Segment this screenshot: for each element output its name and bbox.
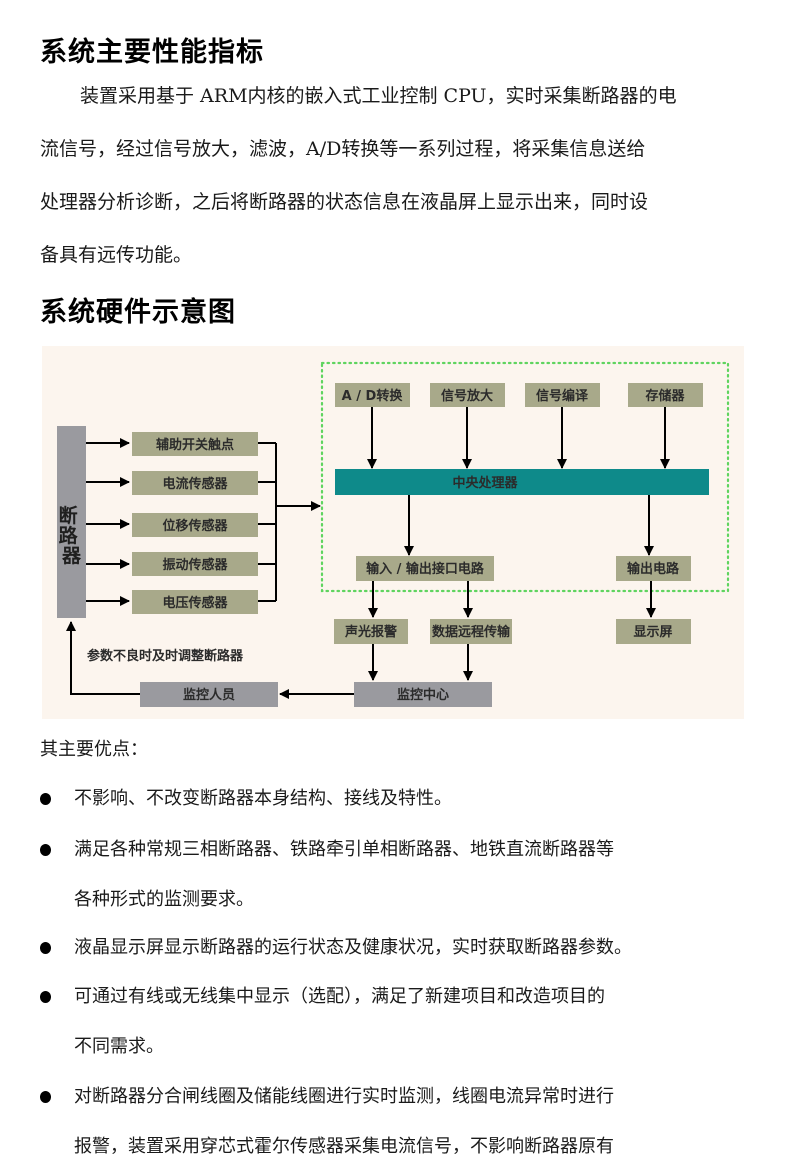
performance-paragraph: 装置采用基于 ARM内核的嵌入式工业控制 CPU，实时采集断路器的电 流信号，经…: [40, 70, 760, 282]
sensor-box-vibration: [132, 552, 258, 576]
section-title-performance: 系统主要性能指标: [40, 37, 264, 68]
sensor-label: 电压传感器: [162, 595, 228, 611]
advantage-item: 液晶显示屏显示断路器的运行状态及健康状况，实时获取断路器参数。: [40, 923, 760, 973]
advantage-line: 不同需求。: [74, 1036, 164, 1057]
display-box: [616, 619, 691, 644]
sensor-box-aux-contact: [132, 432, 258, 456]
sensor-group: 辅助开关触点 电流传感器 位移传感器 振动传感器 电压传感器: [86, 432, 321, 614]
processor-boundary: [320, 361, 730, 593]
bullet-icon: [40, 991, 51, 1003]
breaker-label: 断 路 器: [59, 504, 85, 567]
remote-transfer-box: [430, 619, 512, 644]
section-title-hardware: 系统硬件示意图: [40, 297, 236, 328]
monitor-staff-box: [140, 682, 278, 707]
advantage-line: 不影响、不改变断路器本身结构、接线及特性。: [74, 788, 452, 809]
sensor-label: 振动传感器: [162, 557, 228, 573]
advantage-line: 可通过有线或无线集中显示（选配），满足了新建项目和改造项目的: [74, 986, 605, 1007]
advantage-line: 满足各种常规三相断路器、铁路牵引单相断路器、地铁直流断路器等: [74, 839, 614, 860]
processor-modules: A / D转换 信号放大 信号编译 存储器 中央处理器 输入 / 输出接口电路 …: [335, 383, 709, 581]
feedback-arrow: [66, 621, 140, 695]
remote-transfer-label: 数据远程传输: [432, 624, 511, 640]
sensor-box-current: [132, 471, 258, 495]
module-box-ad: [335, 383, 410, 407]
io-circuit-label: 输入 / 输出接口电路: [366, 561, 485, 577]
module-label: 存储器: [645, 388, 685, 404]
module-label: 信号放大: [441, 388, 493, 404]
bullet-icon: [40, 844, 51, 856]
collector-bus: [258, 442, 277, 602]
module-label: A / D转换: [342, 388, 404, 404]
paragraph-line: 装置采用基于 ARM内核的嵌入式工业控制 CPU，实时采集断路器的电: [80, 85, 677, 107]
output-circuit-label: 输出电路: [627, 561, 680, 577]
hardware-diagram: 断 路 器 辅助开关触点 电流传感器 位移传感器 振动传感器 电压传感器 A /…: [42, 346, 744, 719]
advantages-title: 其主要优点：: [40, 739, 148, 760]
sensor-box-displacement: [132, 513, 258, 537]
advantage-line: 各种形式的监测要求。: [74, 889, 254, 910]
module-box-amplify: [430, 383, 505, 407]
monitor-center-box: [354, 682, 492, 707]
monitor-staff-label: 监控人员: [183, 687, 235, 703]
sensor-label: 电流传感器: [162, 476, 228, 492]
bullet-icon: [40, 1091, 51, 1103]
cpu-bar: [335, 469, 709, 495]
monitor-center-label: 监控中心: [397, 687, 449, 703]
advantage-item: 可通过有线或无线集中显示（选配），满足了新建项目和改造项目的 不同需求。: [40, 972, 760, 1072]
feedback-note: 参数不良时及时调整断路器: [87, 648, 244, 664]
advantage-line: 对断路器分合闸线圈及储能线圈进行实时监测，线圈电流异常时进行: [74, 1086, 614, 1107]
alarm-label: 声光报警: [344, 624, 397, 640]
alarm-box: [334, 619, 408, 644]
output-circuit-box: [616, 556, 691, 581]
paragraph-line: 处理器分析诊断，之后将断路器的状态信息在液晶屏上显示出来，同时设: [40, 191, 649, 213]
bullet-icon: [40, 793, 51, 805]
display-label: 显示屏: [633, 625, 672, 640]
sensor-box-voltage: [132, 590, 258, 614]
advantage-item: 不影响、不改变断路器本身结构、接线及特性。: [40, 774, 760, 824]
bullet-icon: [40, 942, 51, 954]
sensor-label: 位移传感器: [162, 518, 228, 534]
breaker-box: [57, 426, 86, 618]
paragraph-line: 流信号，经过信号放大，滤波，A/D转换等一系列过程，将采集信息送给: [40, 138, 646, 160]
advantage-item: 满足各种常规三相断路器、铁路牵引单相断路器、地铁直流断路器等 各种形式的监测要求…: [40, 825, 760, 925]
advantage-line: 报警，装置采用穿芯式霍尔传感器采集电流信号，不影响断路器原有: [74, 1136, 614, 1157]
cpu-label: 中央处理器: [452, 475, 518, 491]
module-box-encode: [525, 383, 600, 407]
advantage-item: 对断路器分合闸线圈及储能线圈进行实时监测，线圈电流异常时进行 报警，装置采用穿芯…: [40, 1072, 760, 1172]
module-box-storage: [628, 383, 703, 407]
paragraph-line: 备具有远传功能。: [40, 244, 193, 266]
advantage-line: 液晶显示屏显示断路器的运行状态及健康状况，实时获取断路器参数。: [74, 937, 632, 958]
module-label: 信号编译: [536, 388, 589, 404]
io-circuit-box: [356, 556, 494, 581]
sensor-label: 辅助开关触点: [156, 437, 234, 453]
